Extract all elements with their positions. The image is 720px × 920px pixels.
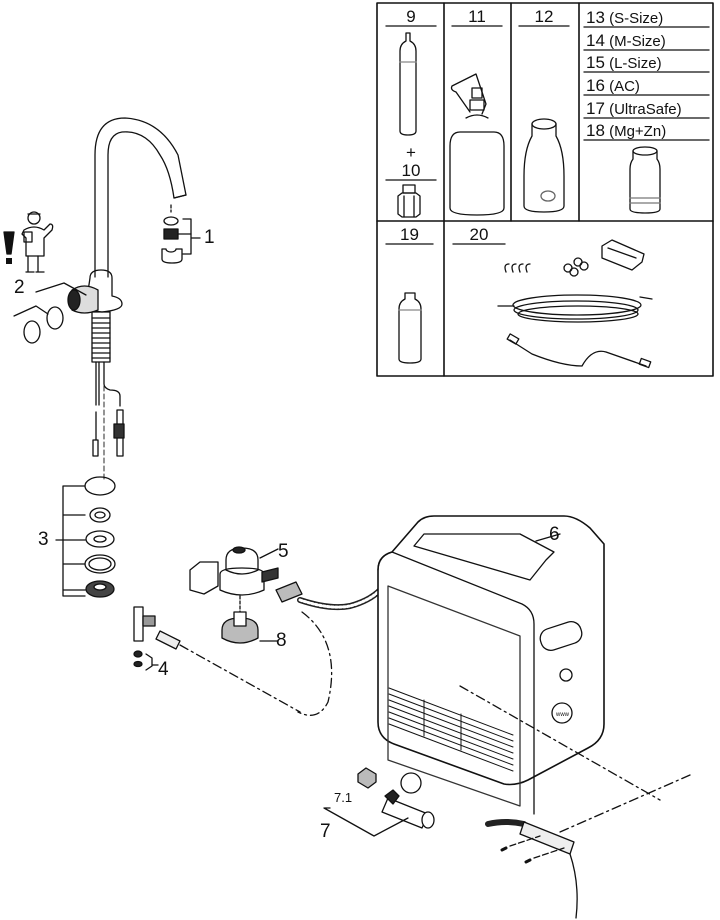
hose-path bbox=[297, 611, 333, 716]
installation-kit-icon bbox=[497, 239, 653, 369]
part-label-4: 4 bbox=[158, 659, 169, 680]
seal-kit bbox=[55, 476, 116, 598]
part-label-2: 2 bbox=[14, 277, 25, 298]
filter-cartridge-icon bbox=[629, 146, 661, 214]
o-rings bbox=[13, 282, 87, 344]
part-label-7-1: 7.1 bbox=[334, 790, 353, 805]
part-label-3: 3 bbox=[38, 529, 49, 550]
filter-size-row: 14 (M-Size) bbox=[586, 32, 666, 49]
filter-size-desc: (M-Size) bbox=[609, 33, 666, 50]
angle-valve bbox=[323, 767, 435, 837]
accessory-label-10: 10 bbox=[401, 161, 421, 180]
filter-size-number: 14 bbox=[586, 31, 605, 50]
filter-head bbox=[189, 546, 303, 644]
filter-size-number: 15 bbox=[586, 53, 605, 72]
svg-text:www: www bbox=[555, 712, 570, 718]
filter-size-row: 13 (S-Size) bbox=[586, 9, 663, 26]
part-label-7: 7 bbox=[320, 821, 331, 842]
filter-size-number: 18 bbox=[586, 121, 605, 140]
filter-size-row: 18 (Mg+Zn) bbox=[586, 122, 666, 139]
accessory-table bbox=[376, 2, 714, 377]
filter-size-desc: (AC) bbox=[609, 78, 640, 95]
chiller-unit: www bbox=[377, 515, 661, 815]
filter-size-row: 15 (L-Size) bbox=[586, 54, 662, 71]
accessory-label-9: 9 bbox=[406, 7, 416, 26]
filter-bottle-icon bbox=[523, 118, 565, 213]
co2-bottle-large-icon bbox=[449, 73, 505, 216]
accessory-label-12: 12 bbox=[534, 7, 554, 26]
adapter-nut-icon bbox=[397, 184, 421, 218]
co2-cartridge-small-icon bbox=[399, 32, 417, 136]
filter-size-row: 17 (UltraSafe) bbox=[586, 100, 682, 117]
filter-size-desc: (L-Size) bbox=[609, 55, 662, 72]
filter-size-number: 16 bbox=[586, 76, 605, 95]
accessory-plus: + bbox=[406, 143, 416, 162]
mounting-bracket bbox=[485, 774, 691, 919]
part-label-8: 8 bbox=[276, 630, 287, 651]
filter-size-number: 17 bbox=[586, 99, 605, 118]
warning-icon bbox=[3, 231, 15, 264]
accessory-label-11: 11 bbox=[468, 7, 486, 26]
faucet bbox=[67, 117, 187, 481]
cleaning-bottle-icon bbox=[398, 292, 422, 364]
aerator-parts bbox=[161, 204, 201, 264]
tee-valve bbox=[133, 606, 301, 713]
filter-size-desc: (Mg+Zn) bbox=[609, 123, 667, 140]
part-label-5: 5 bbox=[278, 541, 289, 562]
part-label-6: 6 bbox=[549, 524, 560, 545]
accessory-label-20: 20 bbox=[469, 225, 489, 244]
plumber-figure-icon bbox=[21, 211, 54, 273]
filter-size-row: 16 (AC) bbox=[586, 77, 640, 94]
part-label-1: 1 bbox=[204, 227, 215, 248]
filter-size-number: 13 bbox=[586, 8, 605, 27]
filter-size-desc: (S-Size) bbox=[609, 10, 664, 27]
filter-size-desc: (UltraSafe) bbox=[609, 101, 682, 118]
accessory-label-19: 19 bbox=[400, 225, 419, 244]
